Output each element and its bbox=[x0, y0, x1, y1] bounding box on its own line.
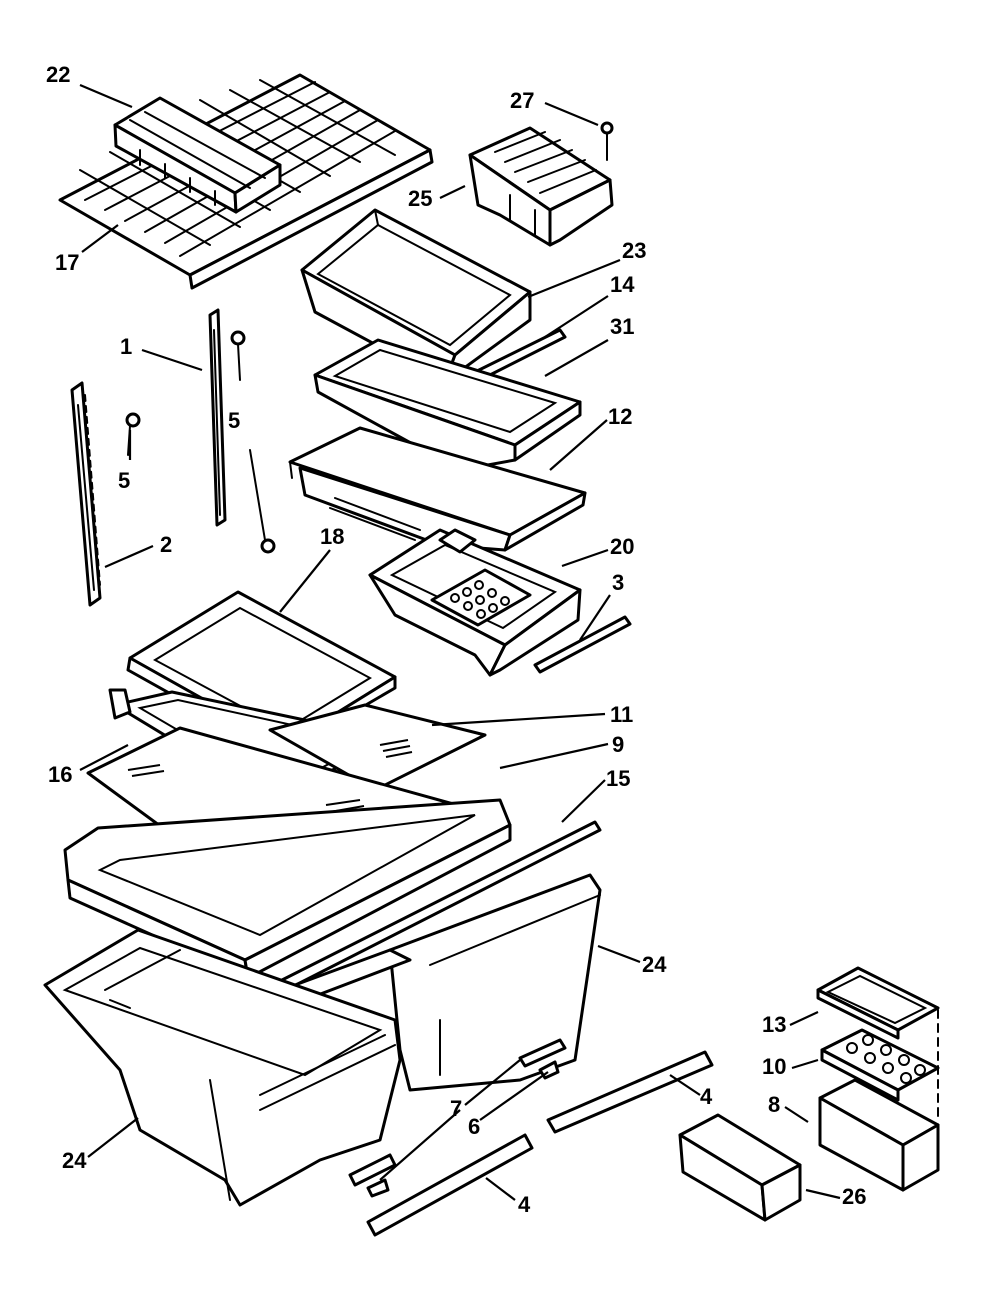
callout-10: 10 bbox=[762, 1054, 786, 1079]
shelf-support-right bbox=[70, 381, 102, 607]
callout-4-lower: 4 bbox=[518, 1192, 531, 1217]
crisper-pan-left bbox=[43, 928, 402, 1207]
callout-8: 8 bbox=[768, 1092, 780, 1117]
callout-24-right: 24 bbox=[642, 952, 667, 977]
callout-14: 14 bbox=[610, 272, 635, 297]
meat-pan-cover bbox=[468, 126, 614, 247]
callout-5-lower: 5 bbox=[118, 468, 130, 493]
egg-tray bbox=[820, 1028, 940, 1102]
callout-18: 18 bbox=[320, 524, 344, 549]
basket-shelf-insert bbox=[113, 96, 282, 214]
callout-20: 20 bbox=[610, 534, 634, 559]
callout-22: 22 bbox=[46, 62, 70, 87]
callout-27: 27 bbox=[510, 88, 534, 113]
pan-slide-upper bbox=[546, 1050, 714, 1134]
screw-27 bbox=[600, 121, 614, 161]
callout-9: 9 bbox=[612, 732, 624, 757]
callout-15: 15 bbox=[606, 766, 630, 791]
screws-5 bbox=[125, 330, 276, 554]
utility-bin bbox=[678, 1113, 802, 1222]
crisper-pan-right bbox=[293, 873, 602, 1092]
snack-pan bbox=[368, 528, 582, 677]
pan-rail-3 bbox=[533, 615, 632, 674]
callout-17: 17 bbox=[55, 250, 79, 275]
pan-support-frame bbox=[288, 426, 587, 552]
callout-26: 26 bbox=[842, 1184, 866, 1209]
callout-25: 25 bbox=[408, 186, 432, 211]
callout-3: 3 bbox=[612, 570, 624, 595]
callout-12: 12 bbox=[608, 404, 632, 429]
callout-11: 11 bbox=[610, 702, 633, 727]
callout-16: 16 bbox=[48, 762, 72, 787]
egg-bin-cover bbox=[816, 966, 940, 1040]
callout-31: 31 bbox=[610, 314, 634, 339]
slide-stops bbox=[348, 1038, 567, 1198]
callout-6: 6 bbox=[468, 1114, 480, 1139]
pan-slide-lower bbox=[366, 1133, 534, 1237]
shelf-support-left bbox=[208, 308, 227, 527]
callout-4-upper: 4 bbox=[700, 1084, 713, 1109]
egg-bin bbox=[818, 1009, 940, 1192]
callout-23: 23 bbox=[622, 238, 646, 263]
leader-lines bbox=[79, 83, 841, 1201]
callout-2: 2 bbox=[160, 532, 172, 557]
callout-5-upper: 5 bbox=[228, 408, 240, 433]
callout-7: 7 bbox=[450, 1096, 462, 1121]
callout-13: 13 bbox=[762, 1012, 786, 1037]
callout-1: 1 bbox=[120, 334, 132, 359]
callout-24-left: 24 bbox=[62, 1148, 87, 1173]
callout-labels: 22 27 25 17 23 14 1 31 5 12 5 18 2 20 3 … bbox=[46, 62, 866, 1217]
pan-cover-frame bbox=[313, 338, 582, 472]
glass-insert bbox=[268, 703, 487, 792]
